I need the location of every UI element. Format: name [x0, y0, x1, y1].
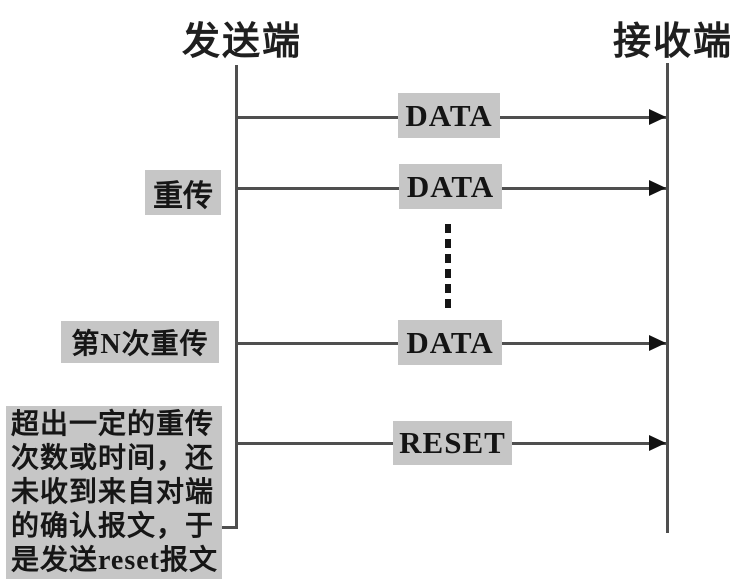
- arrowhead-icon: [649, 109, 666, 125]
- reset-note-line-5: 是发送reset报文: [11, 545, 218, 576]
- reset-note-line-2: 次数或时间，还: [11, 443, 215, 474]
- reset-note-line-1: 超出一定的重传: [11, 409, 215, 440]
- arrowhead-icon: [649, 435, 666, 451]
- message-label-data-2: DATA: [399, 164, 502, 209]
- nth-retransmit-note: 第N次重传: [61, 321, 219, 363]
- arrowhead-icon: [649, 180, 666, 196]
- sender-lifeline: [222, 65, 238, 529]
- reset-note-line-3: 未收到来自对端: [11, 477, 215, 508]
- receiver-endpoint-label: 接收端: [612, 21, 732, 63]
- retransmit-note: 重传: [145, 170, 221, 215]
- continuation-dots-icon: [445, 224, 451, 314]
- receiver-lifeline: [666, 63, 669, 533]
- reset-note-line-4: 的确认报文，于: [11, 511, 215, 542]
- sender-endpoint-label: 发送端: [181, 21, 302, 63]
- message-label-data-1: DATA: [398, 93, 500, 138]
- arrowhead-icon: [649, 335, 666, 351]
- message-label-data-n: DATA: [398, 320, 502, 365]
- message-label-reset: RESET: [393, 421, 512, 465]
- reset-explanation-note: 超出一定的重传 次数或时间，还 未收到来自对端 的确认报文，于 是发送reset…: [6, 406, 222, 579]
